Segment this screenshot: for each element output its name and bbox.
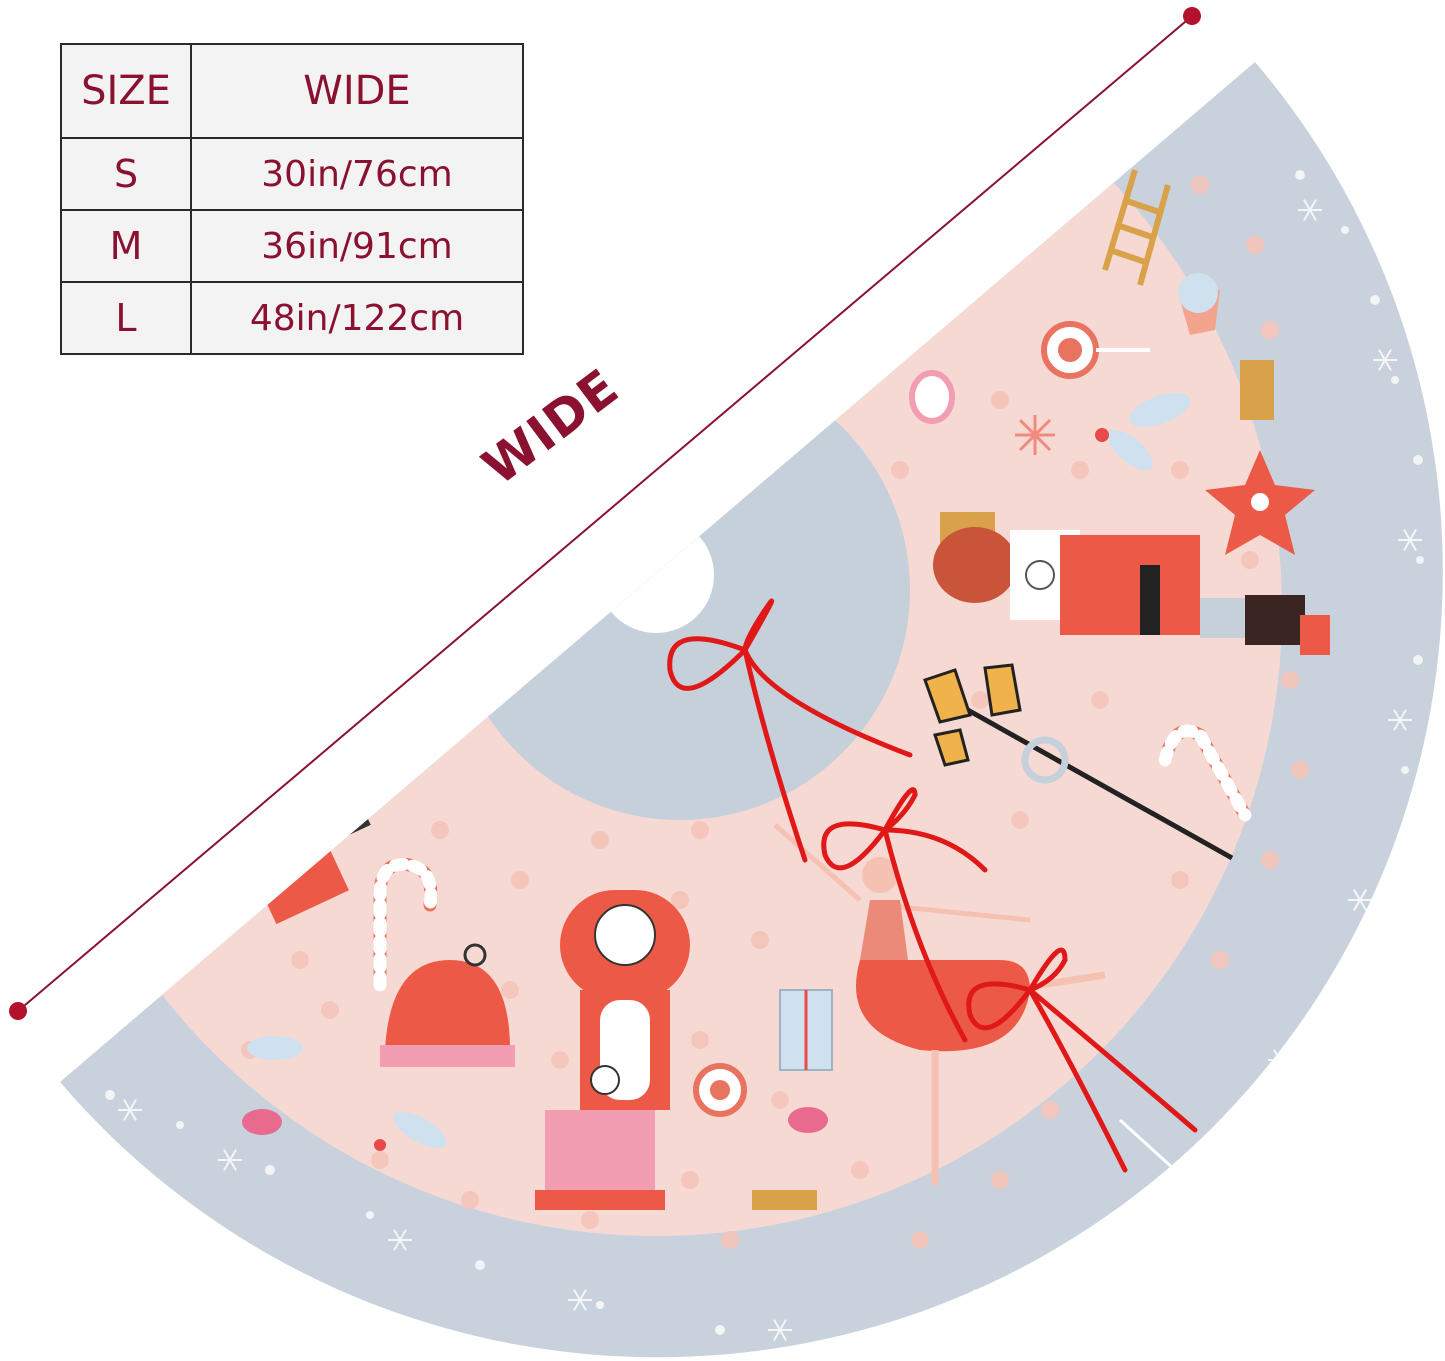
wide-cell: 48in/122cm	[190, 281, 524, 355]
poinsettia-motif	[1205, 450, 1315, 555]
dimension-endpoint-bottom	[9, 1002, 27, 1020]
wide-column-header: WIDE	[190, 43, 524, 139]
wide-cell: 36in/91cm	[190, 209, 524, 283]
dimension-line	[9, 7, 1201, 1020]
size-table-header-row: SIZE WIDE	[60, 43, 524, 139]
size-cell: L	[60, 281, 192, 355]
trunk-opening	[598, 517, 714, 633]
dimension-endpoint-top	[1183, 7, 1201, 25]
ribbon-ties	[667, 598, 1198, 1173]
small-gift-motif	[752, 1190, 817, 1210]
size-cell: M	[60, 209, 192, 283]
cupcake-motif	[1178, 273, 1220, 335]
pink-snowflake	[1015, 415, 1055, 455]
ladder-motif	[1102, 169, 1171, 286]
bell-motif	[380, 943, 515, 1067]
wrapped-candy-motif	[242, 1109, 282, 1135]
gift-motif	[1240, 360, 1274, 420]
clock-motif	[535, 890, 690, 1210]
gift-box-motif	[779, 989, 833, 1071]
size-column-header: SIZE	[60, 43, 192, 139]
table-row: S 30in/76cm	[60, 137, 524, 211]
table-row: M 36in/91cm	[60, 209, 524, 283]
table-row: L 48in/122cm	[60, 281, 524, 355]
lamp-post-motif	[923, 663, 1234, 861]
wide-cell: 30in/76cm	[190, 137, 524, 211]
holly-motif	[1095, 392, 1191, 471]
size-cell: S	[60, 137, 192, 211]
skirt-slit	[1118, 1118, 1177, 1172]
candy-motif	[909, 370, 955, 424]
size-chart-table: SIZE WIDE S 30in/76cm M 36in/91cm L 48in…	[60, 43, 524, 355]
nutcracker-motif	[933, 512, 1330, 655]
lollipop-motif	[1041, 321, 1150, 379]
polka-dots	[241, 176, 1309, 1249]
